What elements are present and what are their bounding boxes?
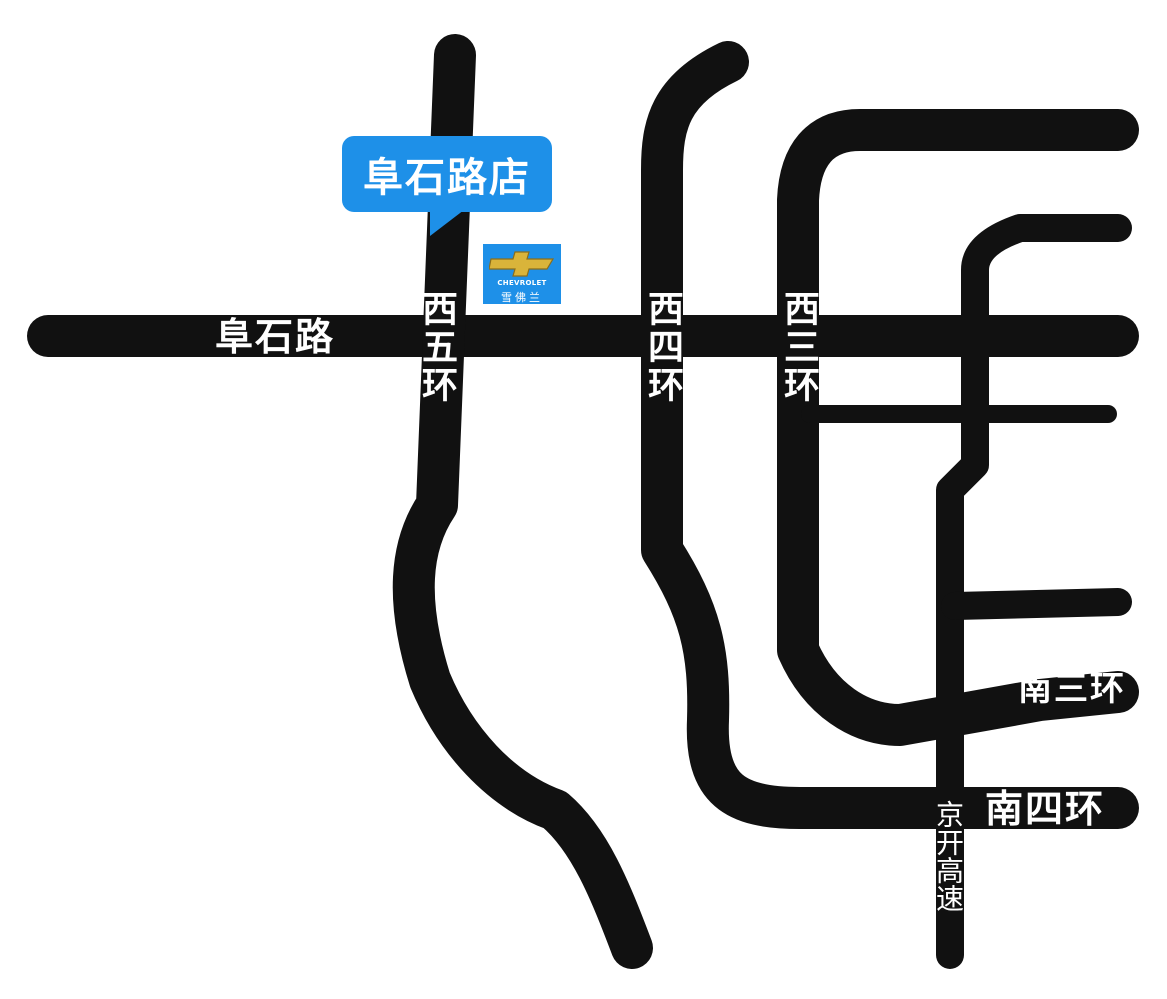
road-branch-south bbox=[941, 588, 1132, 620]
chevrolet-logo: CHEVROLET 雪佛兰 bbox=[483, 244, 561, 304]
label-jingkai-expressway: 京开高速 bbox=[932, 800, 965, 912]
label-fushi-road: 阜石路 bbox=[215, 315, 336, 359]
chevrolet-logo-english: CHEVROLET bbox=[497, 279, 547, 287]
chevrolet-logo-chinese: 雪佛兰 bbox=[501, 291, 543, 304]
road-west-5th-ring bbox=[392, 34, 653, 969]
chevrolet-bowtie-icon bbox=[489, 251, 555, 277]
road-inner-east bbox=[936, 214, 1132, 969]
store-callout: 阜石路店 bbox=[342, 136, 552, 212]
road-west-3rd-ring bbox=[777, 109, 1139, 746]
label-south-3rd-ring: 南三环 bbox=[1018, 669, 1126, 709]
label-west-5th-ring: 西五环 bbox=[416, 290, 457, 404]
road-west-4th-ring bbox=[641, 41, 1139, 829]
store-callout-title: 阜石路店 bbox=[363, 155, 531, 201]
label-south-4th-ring: 南四环 bbox=[985, 787, 1106, 831]
label-west-3rd-ring: 西三环 bbox=[778, 290, 819, 404]
store-callout-pointer bbox=[430, 210, 464, 236]
label-west-4th-ring: 西四环 bbox=[642, 290, 683, 404]
